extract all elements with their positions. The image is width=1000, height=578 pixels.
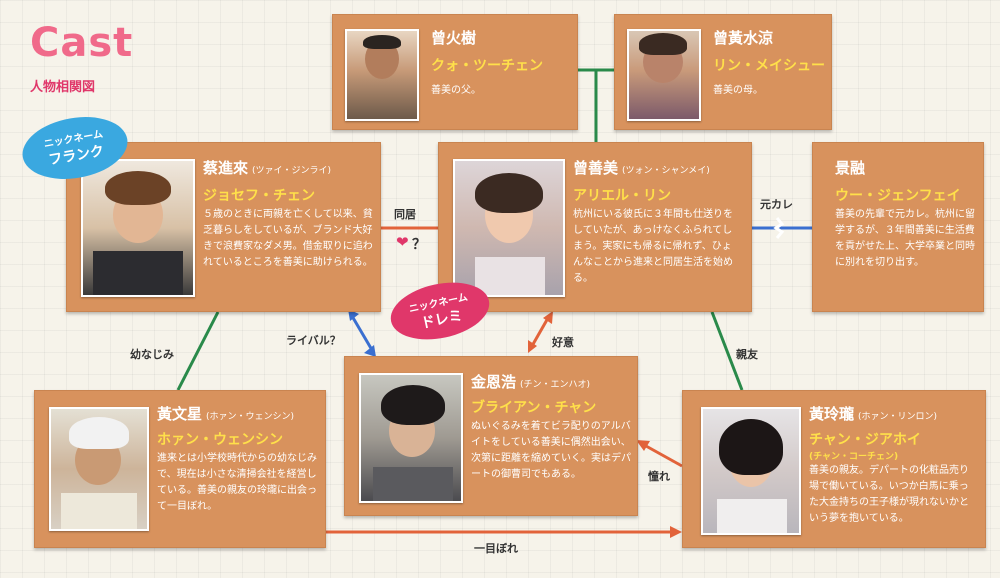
role-ariel: アリエル・リン xyxy=(573,188,671,204)
name-mother: 曾黃水涼 xyxy=(713,29,774,47)
reading-ariel: (ツォン・シャンメイ) xyxy=(622,166,710,176)
photo-brian xyxy=(359,373,463,503)
role-mother: リン・メイシュー xyxy=(713,58,825,74)
koui-arrow-head-top xyxy=(543,311,553,324)
akogare-arrow-head xyxy=(636,440,650,451)
reading-huang-ling: (ホァン・リンロン) xyxy=(858,412,938,422)
rel-motokare: 元カレ xyxy=(760,198,793,211)
rel-hitomebore: 一目ぼれ xyxy=(474,542,518,555)
desc-huang-ling: 善美の親友。デパートの化粧品売り場で働いている。いつか白馬に乗った大金持ちの王子… xyxy=(809,465,969,524)
desc-father: 善美の父。 xyxy=(431,85,481,96)
desc-brian: ぬいぐるみを着てビラ配りのアルバイトをしている善美に偶然出会い、次第に距離を縮め… xyxy=(471,421,631,480)
name-brian-text: 金恩浩 xyxy=(471,373,517,391)
role-huang-ling: チャン・ジアホイ xyxy=(809,432,921,448)
desc-mother: 善美の母。 xyxy=(713,85,763,96)
rel-shinyu: 親友 xyxy=(736,348,758,361)
reading-huang-wen: (ホァン・ウェンシン) xyxy=(206,412,295,422)
name-brian: 金恩浩(チン・エンハオ) xyxy=(471,371,590,392)
akogare-line xyxy=(645,444,683,468)
reading-brian: (チン・エンハオ) xyxy=(520,380,591,390)
name-father: 曾火樹 xyxy=(431,29,477,47)
card-huang-wen: 黃文星(ホァン・ウェンシン) ホァン・ウェンシン 進来とは小学校時代からの幼なじ… xyxy=(34,390,326,548)
name-wu: 景融 xyxy=(835,159,866,177)
desc-joseph: ５歳のときに両親を亡くして以来、貧乏暮らしをしているが、ブランド大好きで浪費家な… xyxy=(203,209,373,268)
osananajimi-line xyxy=(176,311,220,391)
card-brian: 金恩浩(チン・エンハオ) ブライアン・チャン ぬいぐるみを着てビラ配りのアルバイ… xyxy=(344,356,638,516)
cast-logo: Cast xyxy=(30,20,134,66)
role-huang-ling-alt: (チャン・コーチェン) xyxy=(809,452,899,462)
rel-koui: 好意 xyxy=(552,336,574,349)
name-ariel-text: 曾善美 xyxy=(573,159,619,177)
rival-line xyxy=(350,315,374,351)
rival-arrow-head-top xyxy=(348,309,359,321)
name-huang-ling-text: 黃玲瓏 xyxy=(809,405,855,423)
koui-arrow-head-bottom xyxy=(528,340,537,353)
card-joseph: 蔡進來(ツァイ・ジンライ) ジョセフ・チェン ５歳のときに両親を亡くして以来、貧… xyxy=(66,142,381,312)
rel-rival: ライバル？ xyxy=(286,334,341,347)
photo-huang-wen xyxy=(49,407,149,531)
rel-osananajimi: 幼なじみ xyxy=(130,348,174,361)
card-ariel: 曾善美(ツォン・シャンメイ) アリエル・リン 杭州にいる彼氏に３年間も仕送りをし… xyxy=(438,142,752,312)
photo-joseph xyxy=(81,159,195,297)
desc-huang-wen: 進来とは小学校時代からの幼なじみで、現在は小さな清掃会社を経営している。善美の親… xyxy=(157,453,317,512)
rival-arrow-head-bottom xyxy=(364,345,376,357)
page-subtitle: 人物相関図 xyxy=(30,80,96,95)
card-father: 曾火樹 クォ・ツーチェン 善美の父。 xyxy=(332,14,578,130)
photo-father xyxy=(345,29,419,121)
break-mark xyxy=(773,217,785,239)
card-wu: 景融 ウー・ジェンフェイ 善美の先輩で元カレ。杭州に留学するが、３年間善美に生活… xyxy=(812,142,984,312)
role-huang-wen: ホァン・ウェンシン xyxy=(157,432,283,448)
rel-dokyo: 同居 xyxy=(394,208,416,221)
name-joseph-text: 蔡進來 xyxy=(203,159,249,177)
name-ariel: 曾善美(ツォン・シャンメイ) xyxy=(573,157,710,178)
photo-ariel xyxy=(453,159,565,297)
photo-huang-ling xyxy=(701,407,801,535)
heart-icon: ❤ xyxy=(396,233,409,251)
name-huang-wen: 黃文星(ホァン・ウェンシン) xyxy=(157,403,294,424)
card-huang-ling: 黃玲瓏(ホァン・リンロン) チャン・ジアホイ (チャン・コーチェン) 善美の親友… xyxy=(682,390,986,548)
desc-ariel: 杭州にいる彼氏に３年間も仕送りをしていたが、あっけなくふられてしまう。実家にも帰… xyxy=(573,209,733,284)
koui-line xyxy=(530,317,550,347)
role-brian: ブライアン・チャン xyxy=(471,400,597,416)
hitomebore-arrow-head xyxy=(670,526,682,538)
shinyu-line xyxy=(710,311,744,391)
role-wu: ウー・ジェンフェイ xyxy=(835,188,961,204)
role-joseph: ジョセフ・チェン xyxy=(203,188,315,204)
name-joseph: 蔡進來(ツァイ・ジンライ) xyxy=(203,157,331,178)
reading-joseph: (ツァイ・ジンライ) xyxy=(252,166,332,176)
rel-question: ？ xyxy=(412,237,426,253)
rel-akogare: 憧れ xyxy=(648,470,670,483)
name-huang-ling: 黃玲瓏(ホァン・リンロン) xyxy=(809,403,937,424)
photo-mother xyxy=(627,29,701,121)
role-father: クォ・ツーチェン xyxy=(431,58,543,74)
name-huang-wen-text: 黃文星 xyxy=(157,405,203,423)
card-mother: 曾黃水涼 リン・メイシュー 善美の母。 xyxy=(614,14,832,130)
desc-wu: 善美の先輩で元カレ。杭州に留学するが、３年間善美に生活費を貢がせた上、大学卒業と… xyxy=(835,209,975,268)
